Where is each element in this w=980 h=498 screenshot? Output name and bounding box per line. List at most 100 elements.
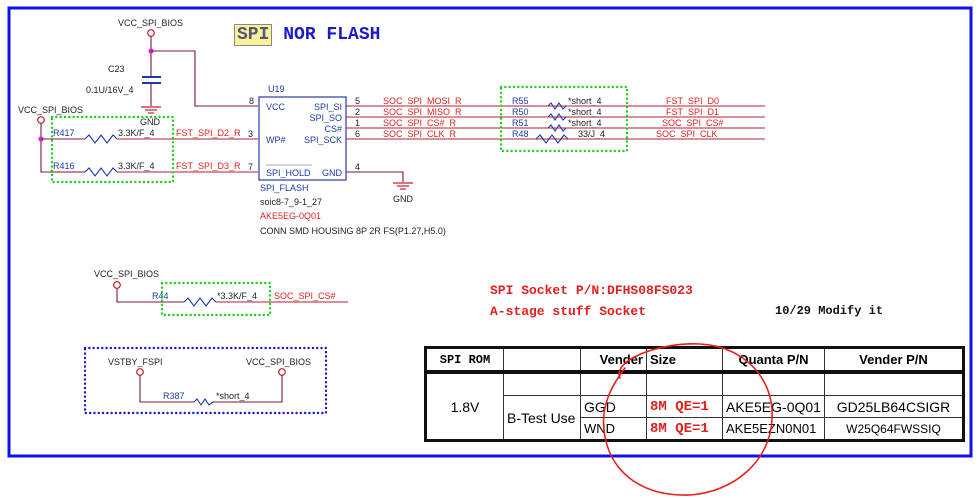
pin-name-spi-hold: SPI_HOLD [266,168,311,178]
r387-left-wire [139,375,194,403]
pin-num-3: 3 [248,129,253,139]
r48-resistor-icon [535,134,569,144]
r50-resistor-icon [547,113,567,121]
spi-rom-table: SPI ROM Vender Size Quanta P/N Vender P/… [424,346,965,442]
r416-value: 3.3K/F_4 [118,161,155,171]
socket-pn-note: SPI Socket P/N:DFHS08FS023 [490,283,693,298]
r48-value: 33/J_4 [578,129,605,139]
r48-ref: R48 [512,129,529,139]
r50-value: *short_4 [568,107,602,117]
vcc-r44-label: VCC_SPI_BIOS [94,269,159,279]
gnd-symbol-chip [393,182,413,190]
cell-usage: B-Test Use [503,395,581,441]
pin-num-8: 8 [249,96,254,106]
net-soc-spi-mosi-r: SOC_SPI_MOSI_R [383,96,462,106]
pin-name-gnd: GND [322,168,343,178]
r44-left-wire [116,288,184,303]
r416-resistor-icon [84,167,118,177]
gnd-symbol-cap [141,106,161,114]
cell-blank [646,371,723,396]
vcc-r387-label: VCC_SPI_BIOS [246,357,311,367]
gnd-cap-label: GND [140,117,161,127]
u19-description: CONN SMD HOUSING 8P 2R FS(P1.27,H5.0) [260,226,446,236]
pin-num-2: 2 [355,107,360,117]
pin-name-cs: CS# [324,124,342,134]
net-soc-spi-clk-r: SOC_SPI_CLK_R [383,129,457,139]
u19-footprint: soic8-7_9-1_27 [260,197,322,207]
r51-resistor-icon [547,124,567,132]
title-tag: SPI [234,24,273,46]
green-dotted-box-series [499,85,629,153]
pin-num-5: 5 [355,96,360,106]
net-soc-spi-cs: SOC_SPI_CS# [662,118,724,128]
sheet-frame [7,6,973,458]
pin-num-1: 1 [355,118,360,128]
vcc-r387-connector [278,368,286,376]
header-spi-rom: SPI ROM [425,347,504,374]
cell-size: 8M QE=1 [646,395,723,418]
vstby-label: VSTBY_FSPI [108,357,163,367]
r51-ref: R51 [512,118,529,128]
vcc-to-u19-wire [151,50,258,107]
r55-ref: R55 [512,96,529,106]
net-fst-spi-d0: FST_SPI_D0 [666,96,719,106]
r387-value: *short_4 [216,391,250,401]
r417-value: 3.3K/F_4 [118,128,155,138]
vcc-left-label: VCC_SPI_BIOS [18,105,83,115]
r51-value: *short_4 [568,118,602,128]
pin-name-spi-si: SPI_SI [314,102,342,112]
pin-name-vcc: VCC [266,102,286,112]
pin-name-spi-sck: SPI_SCK [304,135,342,145]
net-fst-spi-d2-r: FST_SPI_D2_R [176,128,241,138]
r44-value: *3.3K/F_4 [217,291,257,301]
u19-chip-body[interactable] [258,96,347,181]
cell-vender: WND [580,417,647,441]
net-soc-spi-cs-r: SOC_SPI_CS#_R [383,118,457,128]
net-soc-spi-clk: SOC_SPI_CLK [656,129,718,139]
r387-resistor-icon [193,398,214,406]
r44-resistor-icon [183,297,217,307]
r416-ref: R416 [53,161,75,171]
header-vender-pn: Vender P/N [824,347,964,374]
net-soc-spi-miso-r: SOC_SPI_MISO_R [383,107,462,117]
vcc-r44-connector [113,281,121,289]
vcc-left-connector [37,116,45,124]
cell-blank [503,371,581,396]
r44-ref: R44 [152,291,169,301]
vcc-top-connector [147,29,155,37]
green-dotted-box-r44 [160,281,272,317]
header-size: Size [646,347,723,374]
header-quanta-pn: Quanta P/N [722,347,825,374]
pin-num-4: 4 [355,162,360,172]
c23-value: 0.1U/16V_4 [86,85,134,95]
cell-size: 8M QE=1 [646,417,723,441]
r55-value: *short_4 [568,96,602,106]
cell-voltage: 1.8V [425,371,504,441]
cell-quanta-pn: AKE5EZN0N01 [722,417,825,441]
cell-blank [580,371,647,396]
r387-right-wire [213,375,283,403]
cell-vender-pn: W25Q64FWSSIQ [824,417,964,441]
cell-blank [722,371,825,396]
title-text: NOR FLASH [283,25,381,45]
chip-gnd-wire [346,171,404,182]
pin-name-wp: WP# [266,135,286,145]
cell-vender: GGD [580,395,647,418]
u19-ref: U19 [268,84,285,94]
u19-name: SPI_FLASH [260,183,309,193]
net-fst-spi-d1: FST_SPI_D1 [666,107,719,117]
header-vender: Vender [580,347,647,374]
vcc-top-label: VCC_SPI_BIOS [118,18,183,28]
page-title: SPI NOR FLASH [234,24,381,46]
r55-resistor-icon [547,102,567,110]
table-row: B-Test Use GGD 8M QE=1 AKE5EG-0Q01 GD25L… [426,395,964,441]
r417-ref: R417 [53,128,75,138]
header-blank [503,347,581,374]
gnd-chip-label: GND [393,194,414,204]
cell-quanta-pn: AKE5EG-0Q01 [722,395,825,418]
a-stage-note: A-stage stuff Socket [490,304,647,319]
table-row-blank: 1.8V [425,371,964,441]
blue-dotted-box-r387 [83,346,328,415]
net-soc-spi-cs-r44: SOC_SPI_CS# [274,291,336,301]
